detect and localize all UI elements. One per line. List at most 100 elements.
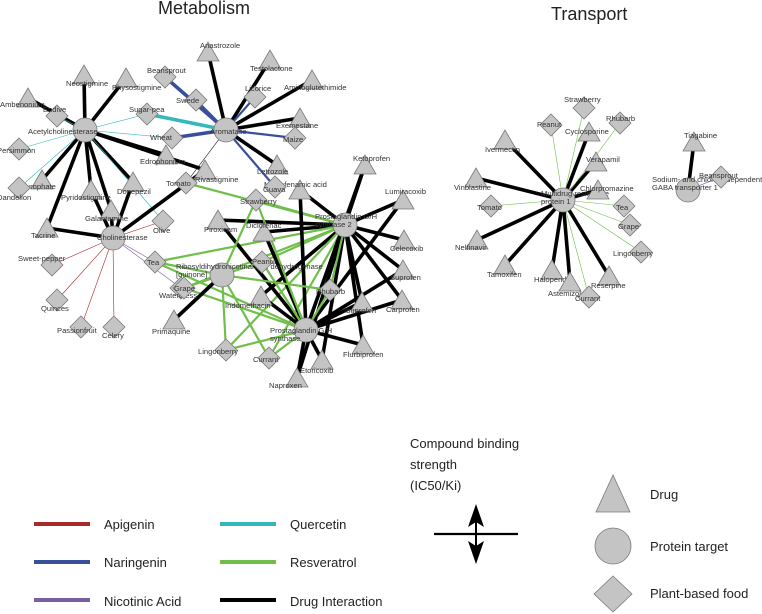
- node-strawberry[interactable]: Strawberry: [240, 188, 277, 212]
- node-ketoprofen[interactable]: Ketoprofen: [353, 154, 390, 175]
- drug-triangle-icon: [391, 189, 415, 210]
- node-label: Celery: [102, 331, 124, 340]
- node-physostigmine[interactable]: Physostigmine: [112, 67, 161, 92]
- node-letrozole[interactable]: Letrozole: [257, 154, 289, 176]
- node-meclofenamic[interactable]: Meclofenamic acid: [264, 179, 327, 200]
- node-astemizole[interactable]: Astemizole: [548, 271, 585, 298]
- node-t-beansprout[interactable]: Beansprout: [699, 165, 739, 189]
- food-diamond-icon: [174, 171, 198, 195]
- edge-pgh2-tea: [153, 223, 347, 264]
- node-celery[interactable]: Celery: [102, 315, 126, 340]
- node-ivermectin[interactable]: Ivermectin: [485, 129, 520, 154]
- node-t-lingonberry[interactable]: Lingonberry: [613, 240, 653, 264]
- node-reserpine[interactable]: Reserpine: [591, 265, 626, 290]
- node-t-grape[interactable]: Grape: [618, 213, 642, 237]
- node-t-strawberry[interactable]: Strawberry: [564, 95, 601, 120]
- node-diclofenac[interactable]: Diclofenac: [246, 221, 282, 242]
- node-aro[interactable]: Aromatase: [210, 117, 247, 143]
- node-flurbiprofen[interactable]: Flurbiprofen: [343, 334, 384, 359]
- node-peanut[interactable]: Peanut: [250, 250, 277, 274]
- node-carprofen[interactable]: Carprofen: [386, 289, 420, 314]
- node-endive[interactable]: Endive: [43, 104, 69, 128]
- node-exemestane[interactable]: Exemestane: [276, 107, 318, 130]
- node-nelfinavir[interactable]: Nelfinavir: [455, 229, 489, 252]
- legend-label-quercetin: Quercetin: [290, 517, 346, 532]
- node-maize[interactable]: Maize: [283, 126, 307, 150]
- node-edrophonium[interactable]: Edrophonium: [140, 144, 185, 166]
- node-vinblastine[interactable]: Vinblastine: [454, 167, 491, 192]
- node-tomato[interactable]: Tomato: [166, 171, 198, 195]
- node-label: Maize: [283, 135, 303, 144]
- node-rhubarb[interactable]: Rhubarb: [316, 278, 345, 302]
- node-quinces[interactable]: Quinces: [41, 288, 69, 313]
- food-diamond-icon: [612, 194, 636, 218]
- node-suprofen[interactable]: Suprofen: [390, 259, 421, 282]
- node-t-rhubarb[interactable]: Rhubarb: [606, 111, 635, 135]
- legend-label-drug-interaction: Drug Interaction: [290, 594, 383, 609]
- node-grape[interactable]: Grape: [172, 276, 196, 300]
- transport-title: Transport: [551, 4, 627, 24]
- node-ache[interactable]: Acetylcholinesterase: [28, 117, 98, 143]
- node-tea[interactable]: Tea: [143, 250, 167, 274]
- node-piroxicam[interactable]: Piroxicam: [204, 209, 237, 234]
- node-naproxen[interactable]: Naproxen: [269, 367, 309, 390]
- node-etoricoxib[interactable]: Etoricoxib: [300, 349, 334, 375]
- drug-triangle-icon: [350, 291, 374, 312]
- node-guava[interactable]: Guava: [263, 175, 287, 199]
- node-currant[interactable]: Currant: [253, 346, 281, 370]
- node-donepezil[interactable]: Donepezil: [117, 171, 151, 196]
- node-sweetpepper[interactable]: Sweet-pepper: [18, 253, 66, 277]
- node-dandelion[interactable]: Dandelion: [0, 176, 31, 202]
- node-verapamil[interactable]: Verapamil: [584, 151, 620, 172]
- node-indomethacin[interactable]: Indomethacin: [225, 285, 273, 310]
- node-primaquine[interactable]: Primaquine: [152, 309, 190, 336]
- food-diamond-icon: [7, 137, 31, 161]
- node-beansprout[interactable]: Beansprout: [147, 65, 187, 89]
- node-isoflurophate[interactable]: Isoflurophate: [12, 169, 56, 191]
- node-pyridostigmine[interactable]: Pyridostigmine: [61, 179, 111, 202]
- node-licorice[interactable]: Licorice: [243, 84, 271, 109]
- food-diamond-icon: [572, 96, 596, 120]
- node-ibuprofen[interactable]: Ibuprofen: [344, 291, 376, 315]
- node-passionfruit[interactable]: Passionfruit: [57, 315, 98, 339]
- node-cyclosporine[interactable]: Cyclosporine: [565, 121, 609, 142]
- node-anastrozole[interactable]: Anastrozole: [196, 41, 240, 62]
- node-rdh[interactable]: Ribosyldihydronicotinamide dehydrogenase…: [176, 262, 323, 288]
- node-haloperidol[interactable]: Haloperidol: [534, 259, 573, 284]
- node-tamoxifen[interactable]: Tamoxifen: [487, 254, 522, 279]
- node-t-tea[interactable]: Tea: [612, 194, 636, 218]
- drug-triangle-icon: [196, 41, 220, 62]
- node-lingonberry[interactable]: Lingonberry: [198, 338, 238, 362]
- node-swede[interactable]: Swede: [176, 88, 208, 112]
- food-diamond-icon: [283, 126, 307, 150]
- node-chlorpromazine[interactable]: Chlorpromazine: [580, 179, 634, 200]
- edge-pgh2-carprofen: [343, 223, 404, 302]
- node-t-tomato[interactable]: Tomato: [477, 194, 503, 218]
- node-tiagabine[interactable]: Tiagabine: [682, 131, 717, 152]
- node-lumiracoxib[interactable]: Lumiracoxib: [385, 187, 426, 210]
- drug-triangle-icon: [206, 209, 230, 230]
- node-t-currant[interactable]: Currant: [575, 285, 601, 309]
- node-wheat[interactable]: Wheat: [150, 126, 184, 150]
- node-t-peanut[interactable]: Peanut: [537, 113, 563, 137]
- node-neostigmine[interactable]: Neostigmine: [66, 64, 108, 88]
- node-label: Olive: [153, 226, 170, 235]
- node-label: Tamoxifen: [487, 270, 522, 279]
- node-olive[interactable]: Olive: [151, 209, 175, 235]
- drug-triangle-icon: [391, 259, 415, 280]
- node-ambenonium[interactable]: Ambenonium: [0, 87, 45, 109]
- node-aminoglutethimide[interactable]: Aminoglutethimide: [284, 69, 346, 92]
- node-che[interactable]: Cholinesterase: [97, 225, 148, 251]
- food-diamond-icon: [214, 338, 238, 362]
- node-sugarpea[interactable]: Sugar-pea: [129, 102, 165, 126]
- node-rivastigmine[interactable]: Rivastigmine: [193, 159, 238, 184]
- node-celecoxib[interactable]: Celecoxib: [390, 229, 423, 253]
- node-tacrine[interactable]: Tacrine: [31, 217, 59, 240]
- node-testolactone[interactable]: Testolactone: [250, 49, 293, 73]
- node-persimmon[interactable]: Persimmon: [0, 137, 35, 161]
- node-galantamine[interactable]: Galantamine: [85, 199, 128, 223]
